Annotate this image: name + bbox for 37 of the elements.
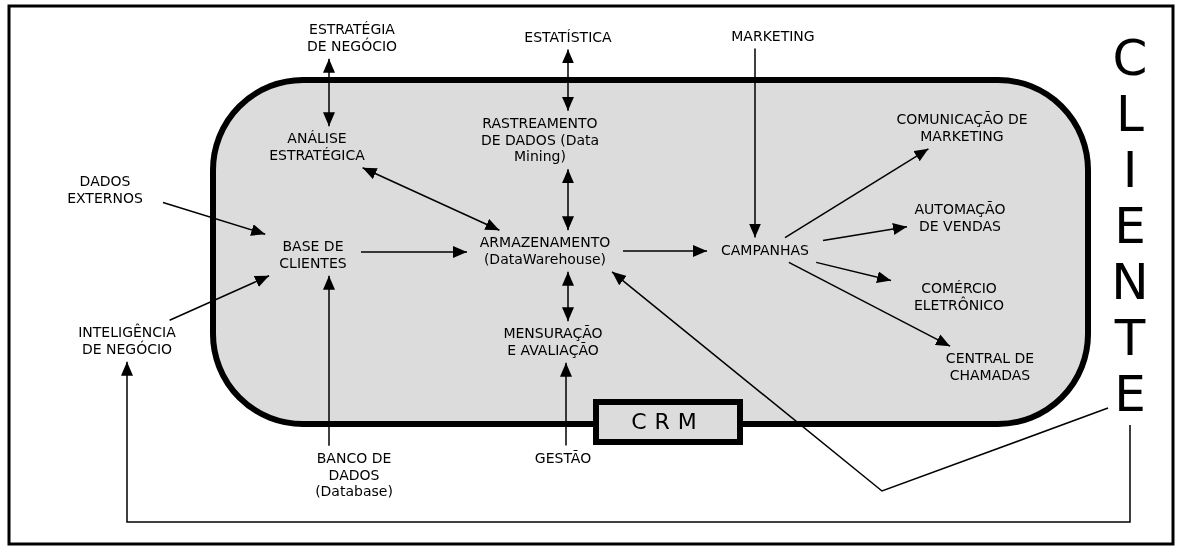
vertical-word: CLIENTE xyxy=(1111,30,1149,422)
node-label: ESTRATÉGIA DE NEGÓCIO xyxy=(305,20,399,56)
node-label: DADOS EXTERNOS xyxy=(66,172,144,208)
node-label: CAMPANHAS xyxy=(720,240,810,260)
arrow xyxy=(168,275,270,321)
node-label: ESTATÍSTICA xyxy=(523,27,613,47)
arrow xyxy=(360,246,468,258)
node-label: INTELIGÊNCIA DE NEGÓCIO xyxy=(77,323,177,359)
arrow xyxy=(784,148,930,239)
node-label: BANCO DE DADOS (Database) xyxy=(314,448,394,502)
arrow xyxy=(323,58,335,127)
arrow xyxy=(323,275,335,447)
node-label: ARMAZENAMENTO (DataWarehouse) xyxy=(478,233,612,269)
arrow xyxy=(788,261,951,347)
node-label: COMÉRCIO ELETRÔNICO xyxy=(912,279,1006,315)
node-label: GESTÃO xyxy=(533,448,593,468)
arrow xyxy=(560,362,572,447)
arrow xyxy=(162,201,266,236)
node-label: ANÁLISE ESTRATÉGICA xyxy=(268,129,366,165)
arrow xyxy=(815,261,892,284)
arrow xyxy=(822,223,908,242)
node-label: AUTOMAÇÃO DE VENDAS xyxy=(913,200,1007,236)
node-label: COMUNICAÇÃO DE MARKETING xyxy=(895,110,1029,146)
node-label: RASTREAMENTO DE DADOS (Data Mining) xyxy=(479,113,601,167)
arrow xyxy=(562,48,574,112)
arrow xyxy=(562,271,574,322)
arrow xyxy=(562,168,574,231)
label-tag: CRM xyxy=(593,399,743,445)
node-label: MARKETING xyxy=(730,26,816,46)
arrow xyxy=(622,245,708,257)
arrow xyxy=(749,47,761,239)
node-label: CENTRAL DE CHAMADAS xyxy=(944,349,1036,385)
node-label: BASE DE CLIENTES xyxy=(278,237,348,273)
arrow xyxy=(611,271,1109,492)
node-label: MENSURAÇÃO E AVALIAÇÃO xyxy=(502,324,604,360)
arrow xyxy=(361,167,501,231)
arrow xyxy=(121,361,1131,523)
